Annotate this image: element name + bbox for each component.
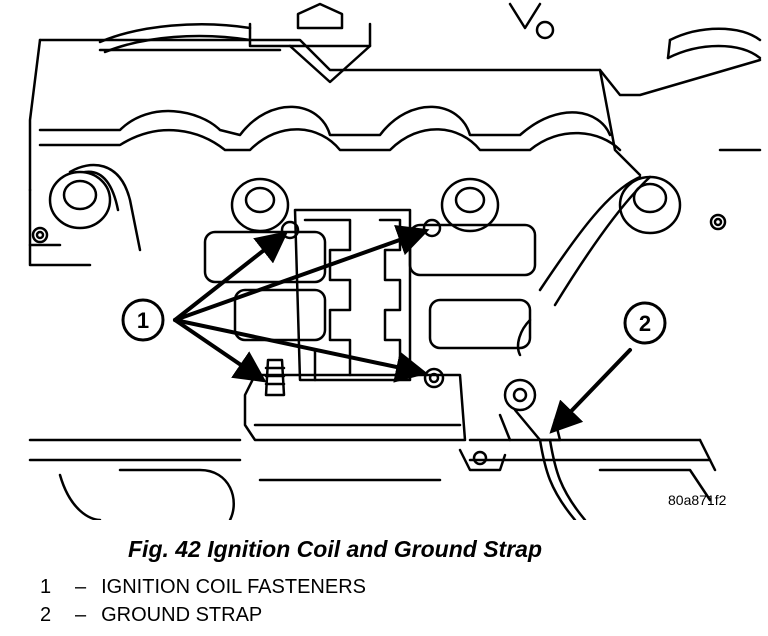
side-bolts bbox=[31, 213, 727, 244]
lower-manifold bbox=[28, 438, 717, 520]
coil-fasteners bbox=[264, 218, 445, 397]
legend-number: 2 bbox=[40, 604, 52, 626]
legend-separator: – bbox=[75, 576, 87, 598]
callout-2-leader bbox=[549, 348, 632, 434]
figure-caption: Fig. 42 Ignition Coil and Ground Strap bbox=[128, 536, 542, 562]
legend-text: GROUND STRAP bbox=[101, 604, 263, 626]
ground-strap bbox=[498, 378, 587, 520]
callout-1: 1 bbox=[121, 298, 165, 342]
legend-separator: – bbox=[75, 604, 87, 626]
callout-1-leaders bbox=[173, 224, 430, 383]
figure-code: 80a871f2 bbox=[668, 492, 727, 508]
legend-text: IGNITION COIL FASTENERS bbox=[101, 576, 366, 598]
breather-hose bbox=[98, 2, 555, 84]
engine-diagram: 1 2 80a871f2 bbox=[28, 2, 762, 520]
callout-2-label: 2 bbox=[639, 311, 651, 336]
ignition-coil-pack bbox=[203, 208, 537, 382]
callout-1-label: 1 bbox=[137, 308, 149, 333]
valve-cover bbox=[28, 38, 762, 267]
oil-filler-cap bbox=[666, 27, 762, 60]
legend-number: 1 bbox=[40, 576, 52, 598]
legend-item-2: 2 – GROUND STRAP bbox=[40, 604, 262, 627]
legend-item-1: 1 – IGNITION COIL FASTENERS bbox=[40, 576, 366, 599]
callout-2: 2 bbox=[623, 301, 667, 345]
